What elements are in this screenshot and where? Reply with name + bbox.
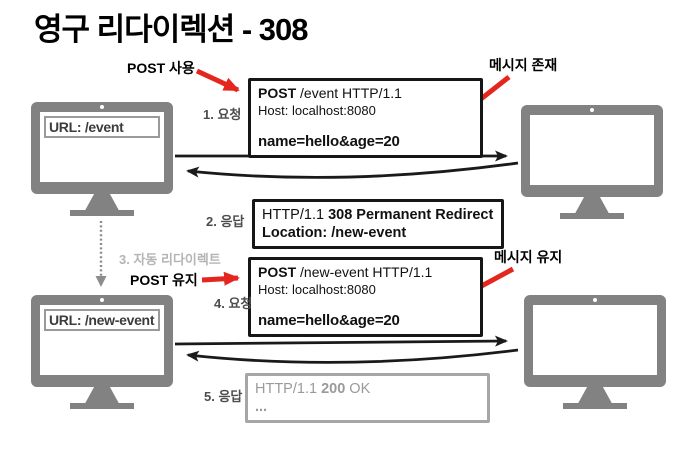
message-exists-label: 메시지 존재 xyxy=(489,57,558,73)
monitor-frame: URL: /event xyxy=(31,102,173,194)
post-keep-arrow xyxy=(201,271,240,286)
camera-dot-icon xyxy=(100,105,104,109)
monitor-stand xyxy=(85,387,119,403)
browser-screen: URL: /event xyxy=(40,112,164,182)
server-screen xyxy=(530,115,654,185)
camera-dot-icon xyxy=(100,298,104,302)
post-use-arrow xyxy=(195,68,240,93)
host-header: Host: localhost:8080 xyxy=(258,102,376,118)
monitor-frame xyxy=(524,295,666,387)
message-body: name=hello&age=20 xyxy=(258,132,400,150)
post-use-label: POST 사용 xyxy=(127,60,195,76)
page-title: 영구 리다이렉션 - 308 xyxy=(34,12,309,47)
message-body: ... xyxy=(255,399,268,416)
server-monitor-bottom xyxy=(524,295,666,409)
monitor-stand xyxy=(578,387,612,403)
monitor-base xyxy=(70,403,134,409)
host-header: Host: localhost:8080 xyxy=(258,281,376,297)
monitor-base xyxy=(70,210,134,216)
camera-dot-icon xyxy=(593,298,597,302)
response200-box: HTTP/1.1 200 OK ... xyxy=(245,373,490,423)
step3-label: 3. 자동 리다이렉트 xyxy=(119,252,221,267)
monitor-frame xyxy=(521,105,663,197)
step5-label: 5. 응답 xyxy=(204,389,243,404)
message-body: name=hello&age=20 xyxy=(258,311,400,329)
monitor-stand xyxy=(575,197,609,213)
request-line: POST /new-event HTTP/1.1 xyxy=(258,264,433,280)
monitor-frame: URL: /new-event xyxy=(31,295,173,387)
message-keep-label: 메시지 유지 xyxy=(494,249,563,265)
response2-arrow xyxy=(186,348,519,364)
status-line: HTTP/1.1 200 OK xyxy=(255,381,371,397)
url-bar-after: URL: /new-event xyxy=(44,309,160,331)
monitor-stand xyxy=(85,194,119,210)
post-keep-label: POST 유지 xyxy=(130,272,198,288)
url-bar-before: URL: /event xyxy=(44,116,160,138)
camera-dot-icon xyxy=(590,108,594,112)
client-monitor-after: URL: /new-event xyxy=(31,295,173,409)
monitor-base xyxy=(560,213,624,219)
step1-label: 1. 요청 xyxy=(203,107,242,122)
response308-box: HTTP/1.1 308 Permanent Redirect Location… xyxy=(252,199,504,249)
server-monitor-top xyxy=(521,105,663,219)
request1-box: POST /event HTTP/1.1 Host: localhost:808… xyxy=(248,78,483,158)
request2-arrow xyxy=(174,335,508,347)
status-line: HTTP/1.1 308 Permanent Redirect xyxy=(262,207,494,223)
server-screen xyxy=(533,305,657,375)
request-line: POST /event HTTP/1.1 xyxy=(258,85,402,101)
step4-label: 4. 요청 xyxy=(214,296,253,311)
monitor-base xyxy=(563,403,627,409)
browser-screen: URL: /new-event xyxy=(40,305,164,375)
client-monitor-before: URL: /event xyxy=(31,102,173,216)
step2-label: 2. 응답 xyxy=(206,214,245,229)
response1-arrow xyxy=(186,161,519,179)
location-header: Location: /new-event xyxy=(262,225,407,242)
request2-box: POST /new-event HTTP/1.1 Host: localhost… xyxy=(248,257,483,337)
